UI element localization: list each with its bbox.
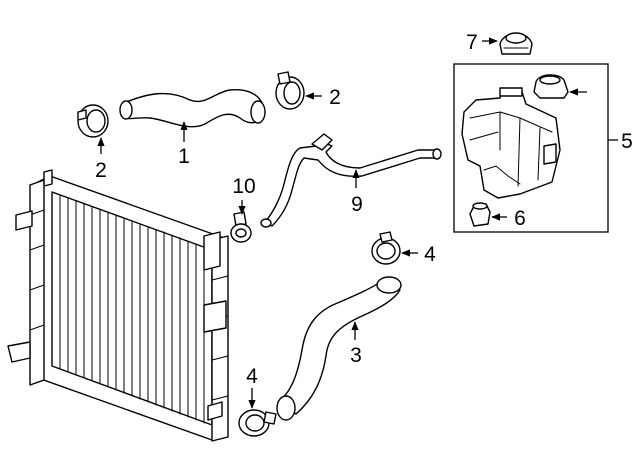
lower-radiator-hose xyxy=(276,276,402,421)
callout-clamp-lower-right: 4 xyxy=(424,243,436,266)
overflow-hose xyxy=(260,133,442,228)
callout-clamp-upper-right: 2 xyxy=(329,86,341,109)
callout-lower-hose: 3 xyxy=(350,344,362,367)
coolant-reservoir xyxy=(461,87,561,199)
callout-reservoir-assembly: 5 xyxy=(621,130,633,153)
hose-clamp-upper-left xyxy=(77,104,109,138)
callout-upper-hose: 1 xyxy=(178,145,190,168)
callout-labels: 1 2 2 10 9 4 3 4 7 5 6 xyxy=(95,31,633,388)
callout-clamp-lower-left: 4 xyxy=(246,365,258,388)
radiator xyxy=(7,169,229,442)
callout-hose-clamp: 10 xyxy=(232,175,255,198)
callout-reservoir-fitting: 6 xyxy=(514,207,526,230)
hose-clamp-lower-right xyxy=(371,231,401,265)
reservoir-cap xyxy=(499,32,533,55)
reservoir-small-cap xyxy=(533,74,569,99)
hose-clamp-lower-left xyxy=(238,409,277,437)
callout-overflow-hose: 9 xyxy=(351,193,363,216)
leader-lines xyxy=(97,37,587,409)
callout-clamp-upper-left: 2 xyxy=(95,159,107,182)
upper-radiator-hose xyxy=(119,88,266,128)
reservoir-fitting xyxy=(469,202,491,227)
callout-reservoir-cap: 7 xyxy=(466,31,478,54)
reservoir-assembly-box xyxy=(453,63,618,233)
hose-clamp-upper-right xyxy=(275,71,305,110)
hose-clamp-small xyxy=(230,211,252,243)
